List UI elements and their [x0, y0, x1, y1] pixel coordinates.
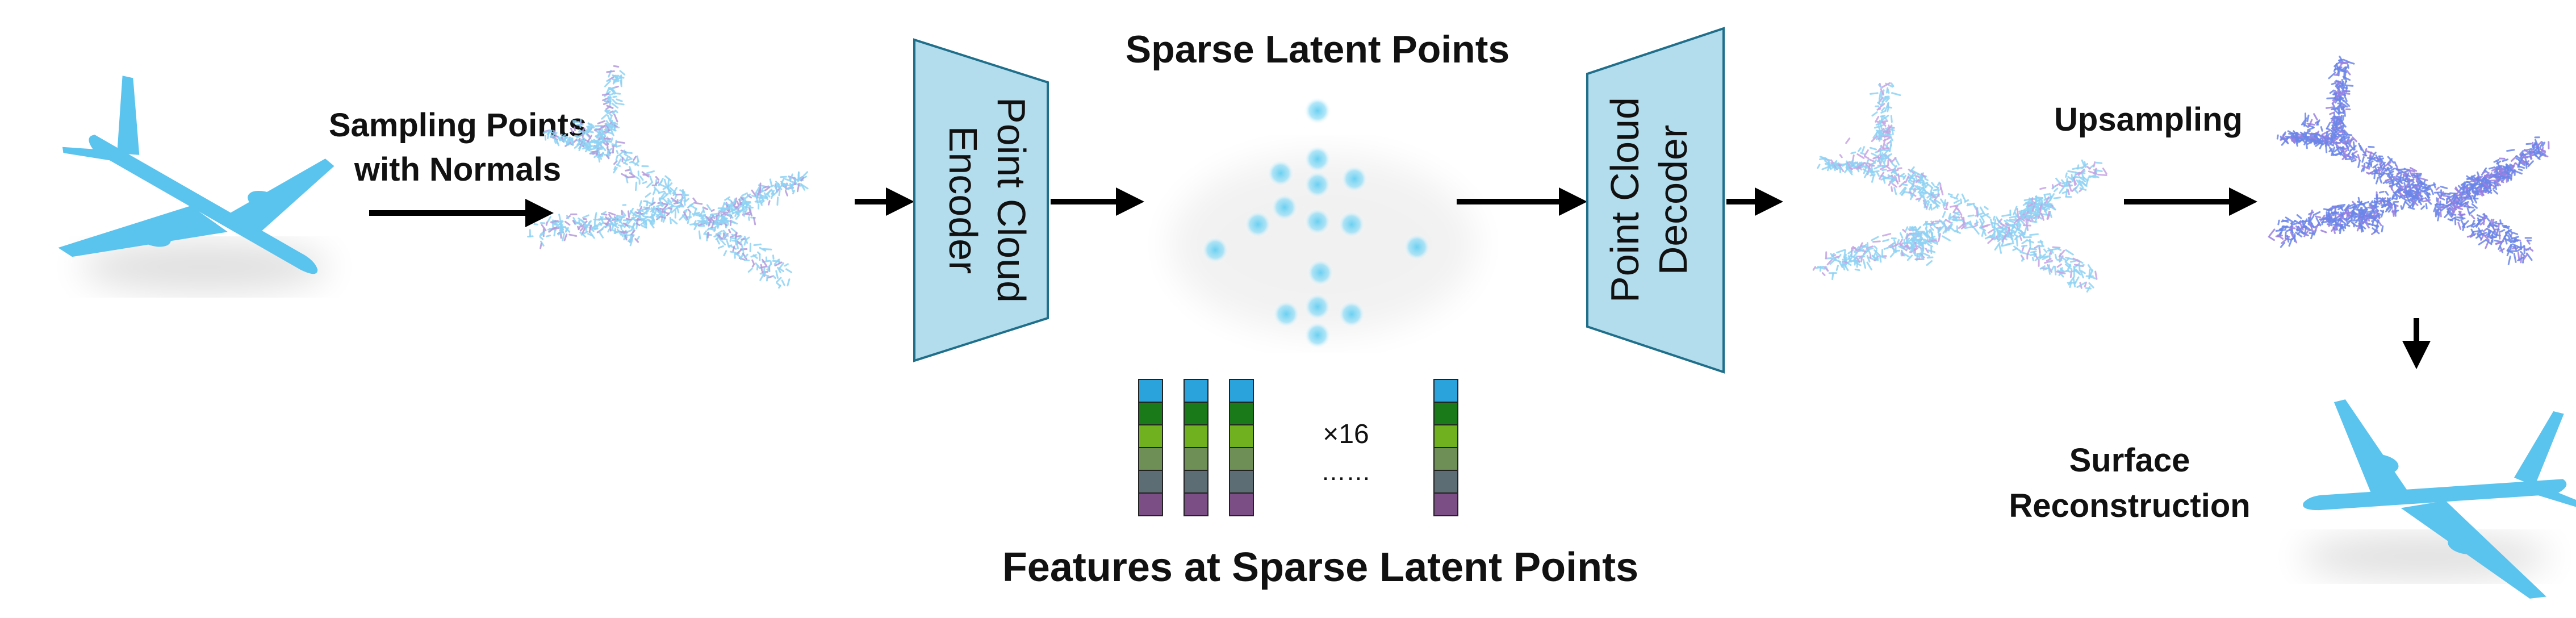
- sampling-label-line2: with Normals: [354, 151, 561, 188]
- feature-cell: [1184, 492, 1208, 516]
- feature-cell: [1229, 470, 1254, 494]
- feature-ellipsis: ……: [1321, 458, 1371, 486]
- feature-cell: [1184, 402, 1208, 425]
- latent-point: [1304, 293, 1331, 320]
- input-mesh-airplane-icon: [31, 64, 357, 331]
- latent-point: [1307, 259, 1334, 286]
- feature-columns: [1138, 379, 1458, 516]
- latent-point: [1304, 145, 1331, 173]
- latent-point: [1267, 160, 1294, 187]
- sparse-latent-points: [1170, 97, 1477, 349]
- feature-cell: [1433, 492, 1458, 516]
- latent-point: [1244, 211, 1272, 238]
- feature-cell: [1184, 424, 1208, 448]
- sampled-point-cloud-icon: [527, 65, 809, 289]
- feature-cell: [1433, 424, 1458, 448]
- feature-multiplier: ×16: [1323, 419, 1369, 449]
- feature-cell: [1138, 447, 1163, 471]
- feature-cell: [1184, 379, 1208, 403]
- encoder-label-line1: Point Cloud: [989, 97, 1034, 303]
- output-mesh-airplane-icon: [2294, 378, 2576, 605]
- decoder-label-line2: Decoder: [1651, 125, 1695, 275]
- latent-points-title: Sparse Latent Points: [1126, 28, 1509, 71]
- feature-cell: [1433, 470, 1458, 494]
- decoder-label-line1: Point Cloud: [1603, 97, 1647, 303]
- latent-point: [1304, 321, 1331, 349]
- features-title: Features at Sparse Latent Points: [1002, 545, 1638, 590]
- feature-cell: [1433, 379, 1458, 403]
- feature-cell: [1138, 492, 1163, 516]
- feature-cell: [1138, 402, 1163, 425]
- feature-cell: [1184, 470, 1208, 494]
- decoded-point-cloud-icon: [1812, 82, 2107, 293]
- feature-cell: [1229, 402, 1254, 425]
- latent-point: [1304, 171, 1331, 198]
- feature-cell: [1184, 447, 1208, 471]
- latent-point: [1273, 300, 1300, 328]
- feature-cell: [1138, 379, 1163, 403]
- latent-point: [1202, 236, 1229, 264]
- sampling-label-line1: Sampling Points: [329, 107, 587, 144]
- feature-cell: [1229, 379, 1254, 403]
- feature-cell: [1433, 402, 1458, 425]
- encoder-label-line2: Encoder: [941, 126, 985, 274]
- surface-label-line2: Reconstruction: [2009, 487, 2250, 524]
- feature-cell: [1229, 424, 1254, 448]
- latent-point: [1338, 211, 1365, 238]
- latent-point: [1304, 208, 1331, 235]
- feature-cell: [1138, 424, 1163, 448]
- upsampling-label: Upsampling: [2054, 101, 2243, 138]
- feature-cell: [1229, 492, 1254, 516]
- latent-point: [1403, 233, 1431, 261]
- point-cloud-decoder-box: Point Cloud Decoder: [1586, 27, 1725, 374]
- feature-cell: [1229, 447, 1254, 471]
- point-cloud-encoder-box: Point Cloud Encoder: [913, 38, 1049, 362]
- latent-point: [1271, 194, 1298, 221]
- feature-cell: [1433, 447, 1458, 471]
- latent-point: [1341, 165, 1368, 193]
- latent-point: [1338, 300, 1365, 328]
- latent-point: [1304, 97, 1331, 124]
- upsampled-point-cloud-icon: [2268, 55, 2550, 265]
- surface-label-line1: Surface: [2069, 442, 2190, 479]
- feature-cell: [1138, 470, 1163, 494]
